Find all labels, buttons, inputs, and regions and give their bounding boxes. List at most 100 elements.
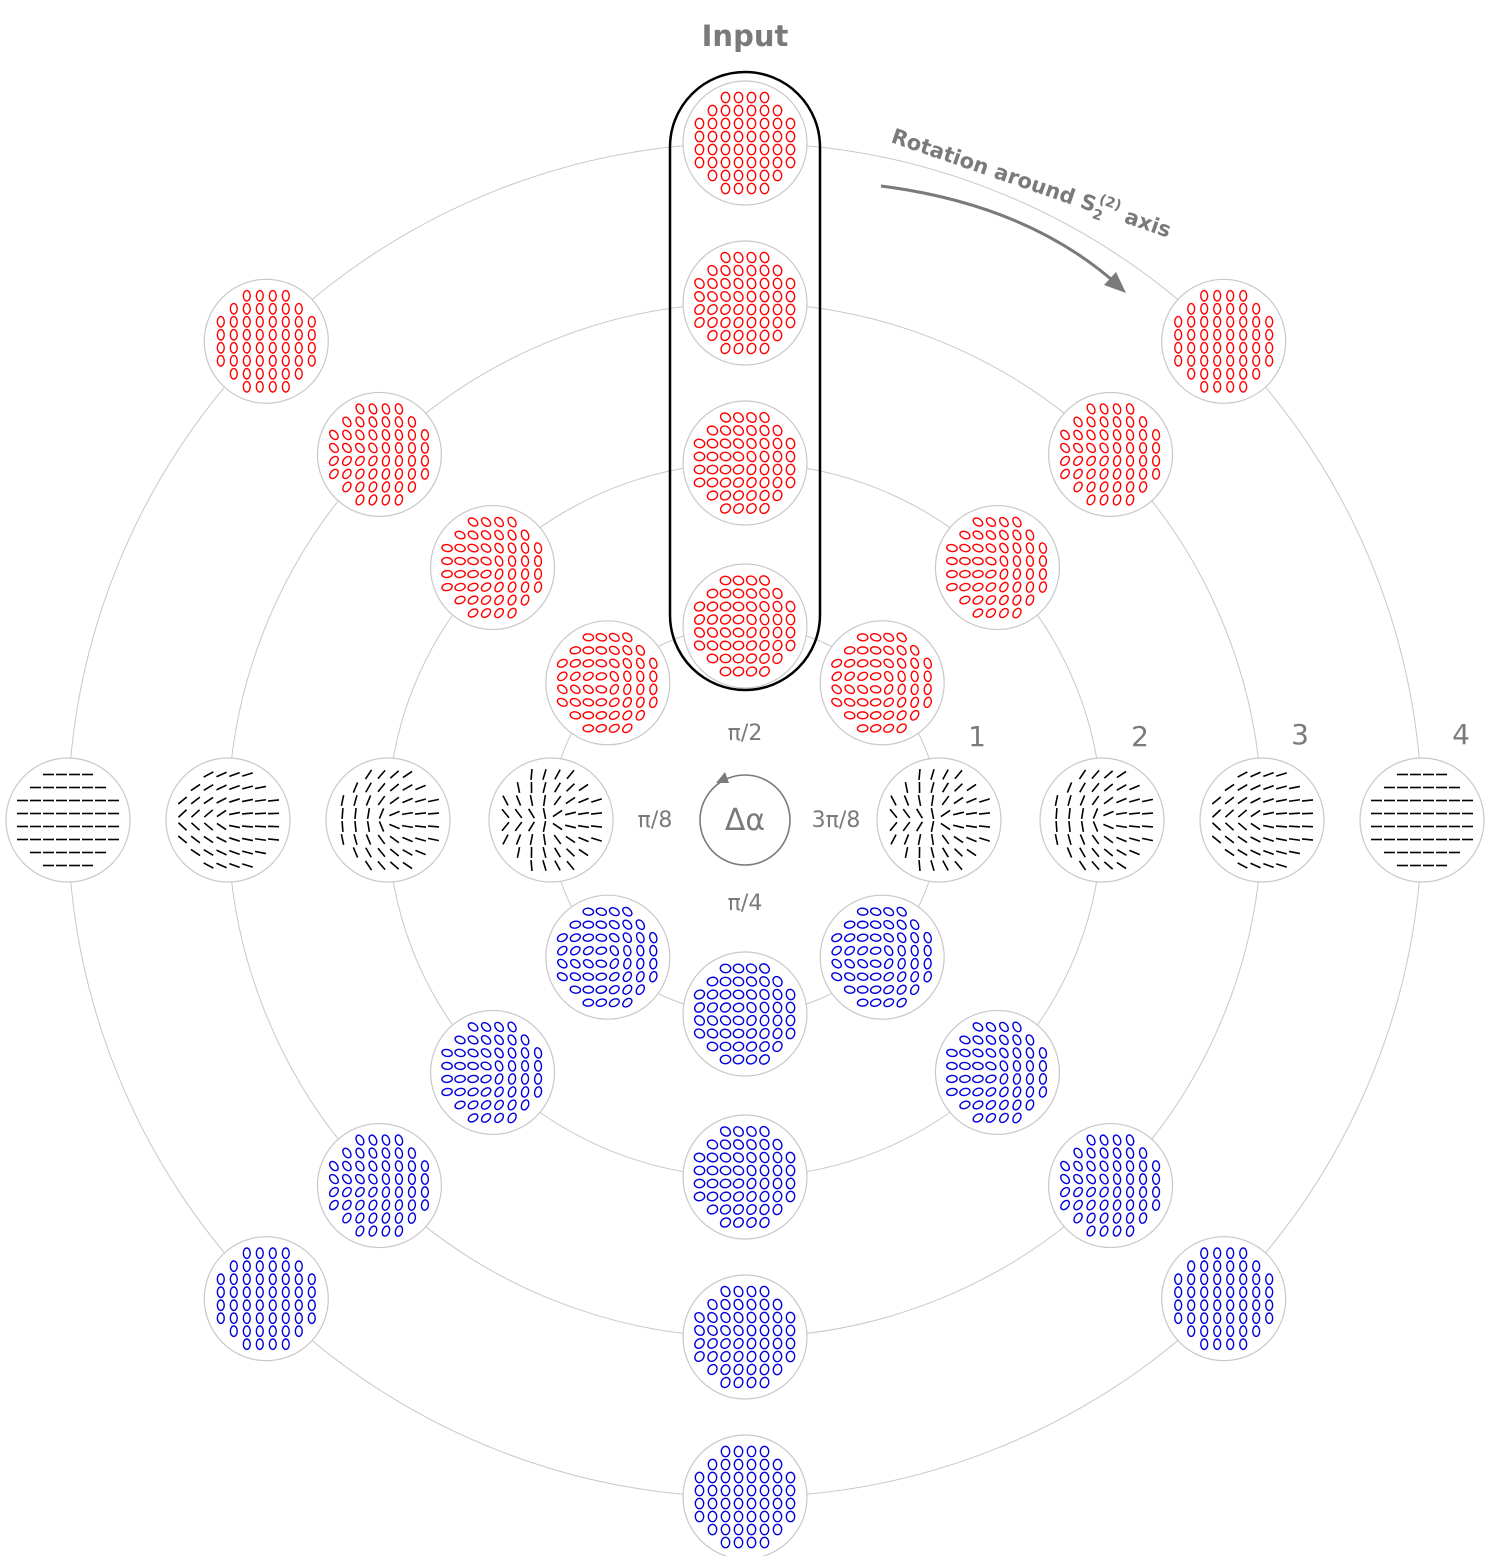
polarization-mark	[441, 1061, 453, 1071]
polarization-mark	[930, 820, 935, 833]
polarization-mark	[1025, 581, 1035, 593]
polarization-mark	[1151, 1186, 1161, 1198]
polarization-mark	[746, 503, 757, 514]
polarization-mark	[896, 632, 907, 643]
polarization-mark	[719, 1152, 732, 1163]
polarization-cell-r2-4	[934, 1009, 1061, 1136]
polarization-mark	[720, 117, 731, 130]
polarization-mark	[1250, 822, 1261, 831]
polarization-mark	[381, 403, 391, 415]
polarization-mark	[856, 633, 869, 642]
polarization-mark	[785, 613, 796, 626]
polarization-mark	[294, 328, 303, 341]
polarization-mark	[1211, 796, 1222, 805]
polarization-mark	[241, 825, 254, 828]
polarization-mark	[354, 820, 357, 833]
polarization-mark	[368, 1173, 378, 1185]
polarization-mark	[467, 569, 479, 579]
polarization-mark	[1091, 860, 1100, 871]
polarization-mark	[1099, 442, 1109, 454]
polarization-mark	[1213, 1312, 1222, 1325]
polarization-mark	[972, 1074, 984, 1084]
polarization-mark	[557, 945, 568, 956]
polarization-mark	[533, 1047, 543, 1059]
polarization-mark	[759, 588, 770, 599]
polarization-mark	[342, 1160, 352, 1172]
polarization-mark	[1288, 837, 1301, 842]
polarization-mark	[501, 808, 510, 819]
polarization-mark	[216, 1299, 225, 1312]
polarization-mark	[420, 1186, 430, 1198]
polarization-mark	[772, 169, 783, 182]
polarization-mark	[952, 811, 965, 816]
polarization-mark	[785, 1324, 796, 1337]
polarization-mark	[467, 1035, 479, 1045]
polarization-mark	[368, 403, 378, 415]
polarization-mark	[759, 1376, 770, 1389]
polarization-mark	[883, 645, 895, 656]
polarization-mark	[354, 1173, 365, 1185]
polarization-mark	[177, 835, 188, 844]
polarization-mark	[1174, 1286, 1183, 1299]
polarization-mark	[254, 837, 267, 842]
cell-frame	[429, 1009, 556, 1136]
polarization-mark	[364, 860, 373, 871]
polarization-mark	[946, 543, 958, 553]
polarization-mark	[229, 1260, 238, 1273]
polarization-mark	[407, 442, 417, 454]
polarization-mark	[582, 958, 594, 969]
polarization-mark	[355, 1225, 365, 1237]
polarization-mark	[1112, 481, 1122, 493]
polarization-mark	[719, 490, 732, 501]
polarization-mark	[648, 931, 658, 944]
polarization-mark	[454, 556, 466, 566]
ring-number-4: 4	[1452, 718, 1470, 751]
polarization-mark	[978, 812, 991, 815]
polarization-mark	[582, 711, 595, 720]
polarization-mark	[1091, 782, 1100, 793]
polarization-mark	[733, 1497, 744, 1510]
polarization-mark	[454, 1061, 466, 1071]
polarization-cell-r4-6	[203, 1236, 329, 1362]
polarization-mark	[527, 821, 536, 832]
polarization-mark	[772, 424, 783, 437]
polarization-mark	[216, 1286, 225, 1299]
polarization-mark	[856, 972, 869, 981]
polarization-mark	[415, 784, 426, 791]
polarization-mark	[268, 1286, 277, 1299]
polarization-mark	[707, 104, 718, 117]
polarization-mark	[1226, 328, 1235, 341]
polarization-mark	[732, 1178, 745, 1189]
polarization-mark	[733, 329, 744, 342]
polarization-mark	[1141, 825, 1154, 828]
polarization-mark	[706, 989, 719, 1000]
polarization-mark	[1025, 1099, 1035, 1111]
polarization-mark	[1288, 812, 1301, 815]
polarization-mark	[1073, 1199, 1083, 1211]
polarization-mark	[352, 847, 359, 858]
polarization-mark	[407, 1173, 417, 1185]
polarization-mark	[467, 1074, 479, 1084]
polarization-mark	[216, 836, 227, 843]
polarization-mark	[365, 847, 372, 858]
polarization-mark	[1239, 380, 1248, 393]
polarization-mark	[1025, 1073, 1035, 1085]
polarization-mark	[902, 821, 911, 832]
polarization-mark	[972, 1061, 984, 1071]
polarization-mark	[407, 1186, 417, 1198]
polarization-mark	[720, 1350, 731, 1363]
polarization-mark	[507, 568, 517, 580]
polarization-mark	[972, 569, 984, 579]
polarization-mark	[328, 1186, 339, 1198]
polarization-mark	[1092, 821, 1099, 832]
polarization-mark	[719, 1165, 732, 1176]
polarization-mark	[759, 91, 770, 104]
polarization-mark	[622, 984, 633, 995]
polarization-mark	[746, 1445, 757, 1458]
polarization-mark	[635, 919, 646, 931]
polarization-mark	[636, 683, 645, 696]
polarization-mark	[609, 670, 620, 682]
polarization-mark	[1060, 1160, 1071, 1172]
polarization-mark	[242, 1299, 251, 1312]
polarization-mark	[1012, 1086, 1022, 1098]
